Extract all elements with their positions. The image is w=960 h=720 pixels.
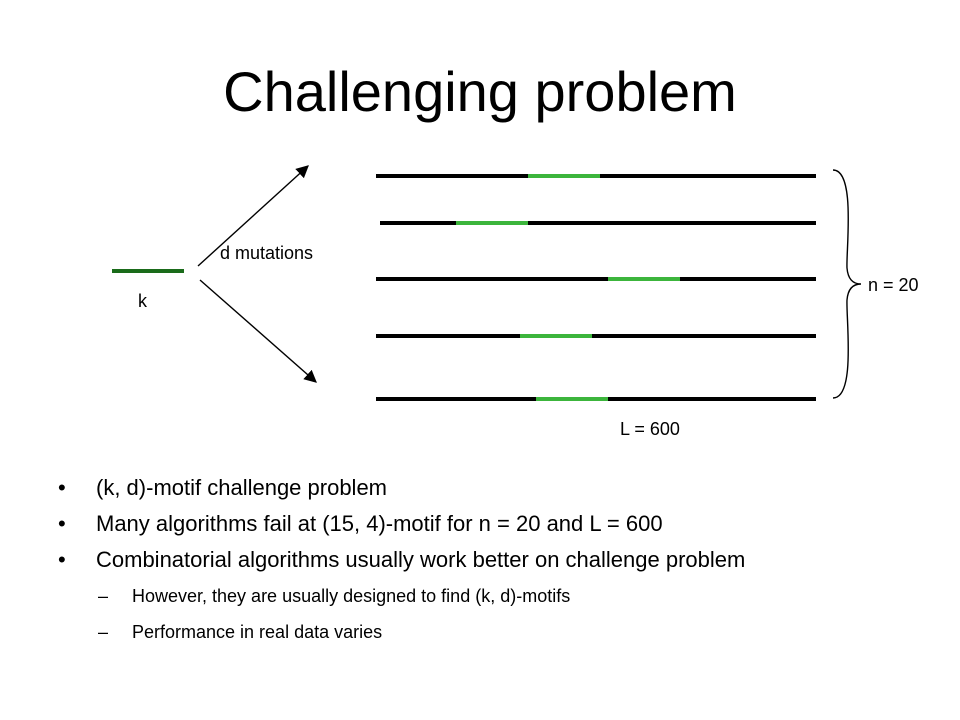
sub-bullet-item: – However, they are usually designed to … (58, 578, 938, 614)
sub-bullet-text: However, they are usually designed to fi… (132, 586, 571, 606)
L-label: L = 600 (620, 419, 680, 439)
bullet-text: Many algorithms fail at (15, 4)-motif fo… (96, 511, 663, 536)
bullet-text: (k, d)-motif challenge problem (96, 475, 388, 500)
d-mutations-label: d mutations (220, 243, 313, 263)
bullet-marker: • (58, 475, 66, 500)
mutation-arrow-up (197, 165, 309, 267)
sub-bullet-text: Performance in real data varies (132, 622, 383, 642)
bullet-marker: • (58, 547, 66, 572)
sub-bullet-item: – Performance in real data varies (58, 614, 938, 650)
bullet-item: • Many algorithms fail at (15, 4)-motif … (58, 506, 938, 542)
sub-bullet-marker: – (98, 622, 109, 642)
bullet-list: • (k, d)-motif challenge problem • Many … (58, 470, 938, 650)
bullet-marker: • (58, 511, 66, 536)
bullet-item: • (k, d)-motif challenge problem (58, 470, 938, 506)
right-brace (832, 169, 862, 399)
slide-title: Challenging problem (223, 60, 737, 123)
bullet-item: • Combinatorial algorithms usually work … (58, 542, 938, 578)
mutation-arrow-down (199, 279, 317, 383)
n-label: n = 20 (868, 275, 919, 295)
bullet-text: Combinatorial algorithms usually work be… (96, 547, 746, 572)
sub-bullet-marker: – (98, 586, 109, 606)
k-label: k (138, 291, 148, 311)
